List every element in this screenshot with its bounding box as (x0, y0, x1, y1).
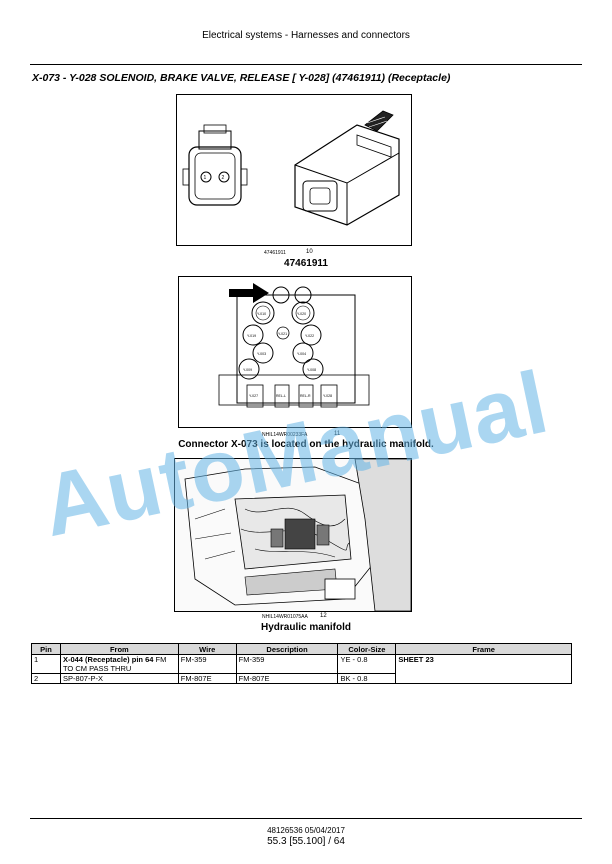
col-header-color-size: Color-Size (337, 643, 397, 655)
page-header-title: Electrical systems - Harnesses and conne… (202, 30, 410, 41)
manifold-label: REL-L (276, 394, 286, 398)
table-row: 2 SP-807-P-X FM-807E FM-807E BK - 0.8 (31, 673, 572, 684)
manifold-photo-drawing (175, 459, 411, 611)
manifold-label: Y-028 (323, 394, 332, 398)
manifold-label: Y-022 (305, 334, 314, 338)
figure-10-caption: 47461911 (284, 258, 328, 269)
col-header-pin: Pin (31, 643, 61, 655)
footer-divider (30, 818, 582, 819)
manifold-label: Y-021 (278, 332, 287, 336)
cell-from-rest: FM TO CM PASS THRU (62, 655, 167, 673)
manifold-label: Y-020 (297, 312, 306, 316)
manifold-label: Y-004 (297, 352, 306, 356)
header-divider (30, 64, 582, 65)
footer-page-number: 55.3 [55.100] / 64 (267, 836, 345, 847)
cell-pin: 2 (31, 673, 61, 684)
cell-from: SP-807-P-X (59, 673, 179, 684)
figure-12-caption: Hydraulic manifold (260, 622, 351, 633)
footer-document-id: 48126536 05/04/2017 (267, 826, 345, 835)
col-header-wire: Wire (177, 643, 237, 655)
cell-description: FM-807E (235, 673, 339, 684)
pin-table: Pin From Wire Description Color-Size Fra… (31, 643, 572, 684)
figure-10-code: 47461911 (264, 250, 286, 256)
table-row: 1 X-044 (Receptacle) pin 64 FM TO CM PAS… (31, 654, 572, 684)
cell-description: FM-359 (235, 654, 339, 674)
svg-text:1: 1 (204, 175, 207, 181)
figure-11-caption: Connector X-073 is located on the hydrau… (178, 439, 434, 450)
cell-frame: SHEET 23 (395, 654, 572, 684)
cell-color-size: YE - 0.8 (337, 654, 397, 674)
manifold-label: Y-019 (247, 334, 256, 338)
col-header-frame: Frame (395, 643, 572, 655)
figure-12-code: NHIL14WR01075AA (262, 614, 308, 620)
section-title: X-073 - Y-028 SOLENOID, BRAKE VALVE, REL… (32, 72, 451, 84)
figure-12-number: 12 (320, 613, 327, 619)
cell-from-bold: X-044 (Receptacle) pin 64 (62, 655, 154, 664)
manifold-location-figure: Y-010 Y-020 Y-019 Y-022 Y-021 Y-003 Y-00… (178, 276, 412, 428)
cell-pin: 1 (31, 654, 61, 674)
manifold-label: Y-027 (249, 394, 258, 398)
manifold-label: Y-008 (307, 368, 316, 372)
manifold-label: Y-009 (243, 368, 252, 372)
col-header-from: From (59, 643, 179, 655)
pin-table-header: Pin From Wire Description Color-Size Fra… (31, 643, 572, 655)
col-header-description: Description (235, 643, 339, 655)
manifold-drawing: Y-010 Y-020 Y-019 Y-022 Y-021 Y-003 Y-00… (218, 283, 370, 408)
cell-color-size: BK - 0.8 (337, 673, 397, 684)
manifold-label: REL-R (300, 394, 311, 398)
connector-drawing: 1 2 (182, 110, 400, 226)
cell-wire: FM-807E (177, 673, 237, 684)
manifold-label: Y-003 (257, 352, 266, 356)
figure-10-number: 10 (306, 249, 313, 255)
figure-11-number: 11 (334, 431, 341, 437)
cell-from: X-044 (Receptacle) pin 64 FM TO CM PASS … (59, 654, 179, 674)
svg-text:2: 2 (222, 175, 225, 181)
manifold-label: Y-010 (257, 312, 266, 316)
cell-wire: FM-359 (177, 654, 237, 674)
connector-drawing-figure: 1 2 (176, 94, 412, 246)
figure-11-code: NHIL14WR00233FA (262, 432, 308, 438)
manifold-photo-figure (174, 458, 412, 612)
